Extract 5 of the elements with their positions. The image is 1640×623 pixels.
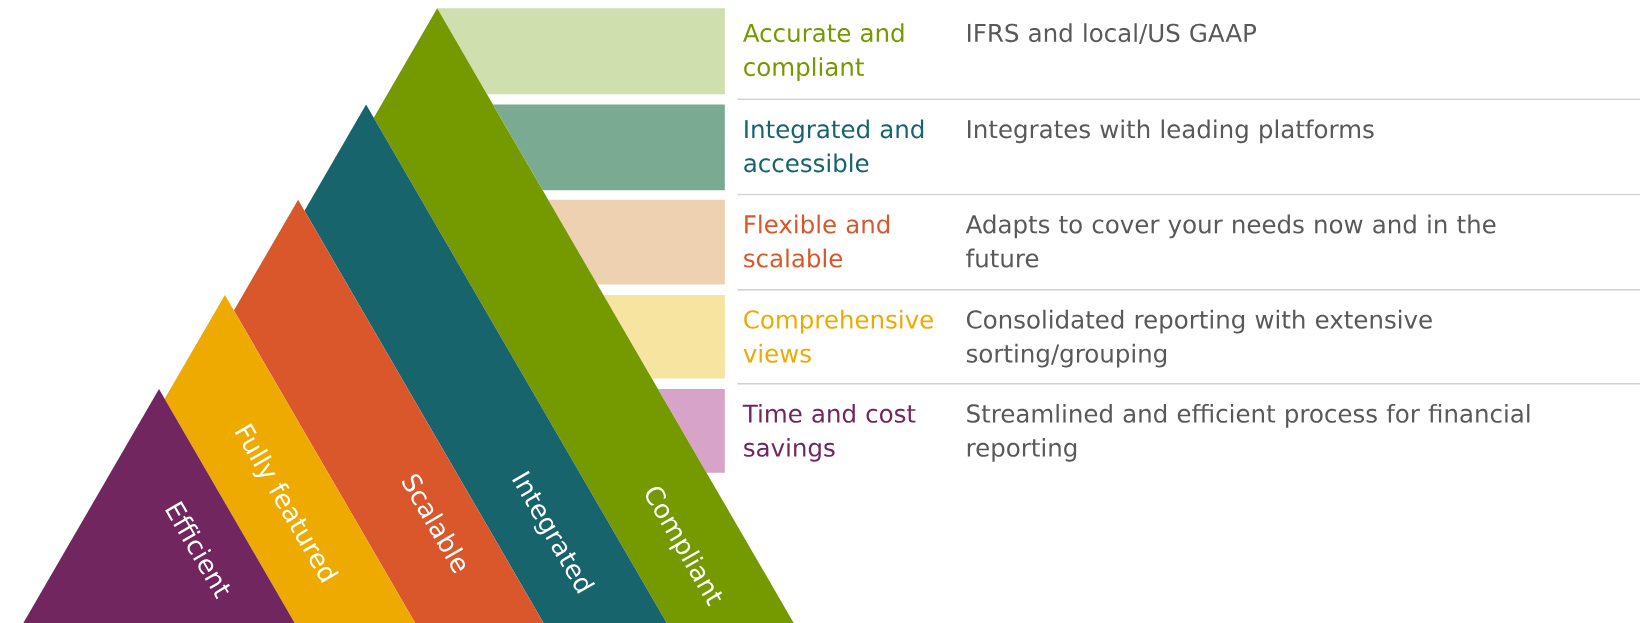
description-text: Adapts to cover your needs now and in the future [965,214,1496,268]
description-text: Consolidated reporting with extensive sorting/grouping [966,309,1432,368]
description-text: Integrates with leading platforms [968,119,1374,144]
description-text: Streamlined and efficient process for financial reporting [967,403,1530,462]
description-text: IFRS and local/US GAAP [968,23,1257,45]
